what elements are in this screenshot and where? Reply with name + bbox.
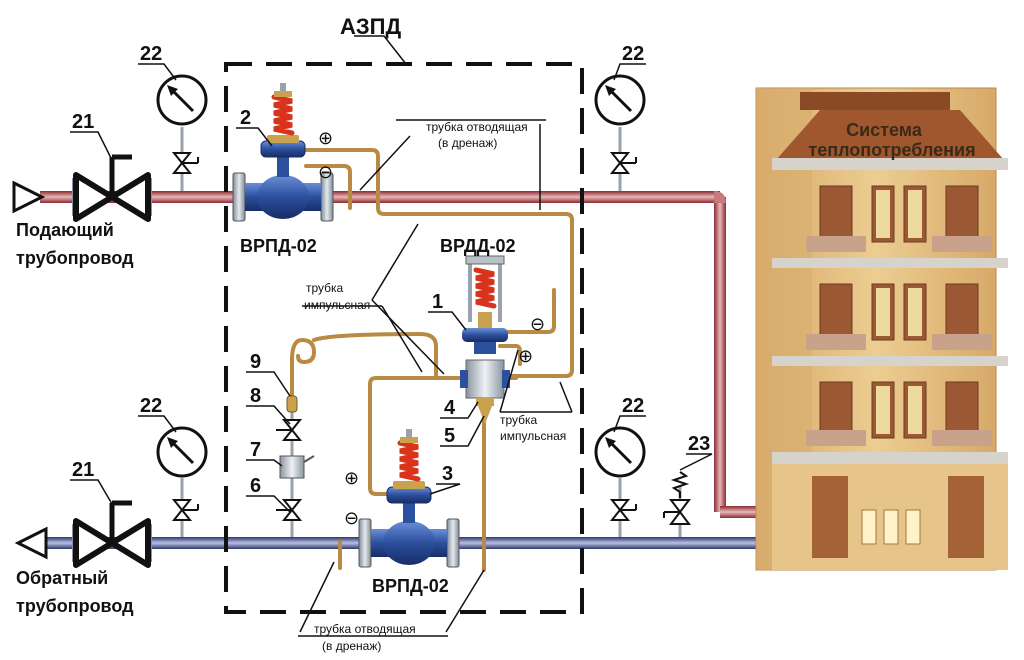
number-22-b: 22: [622, 43, 644, 65]
number-23: 23: [688, 433, 710, 455]
building: [755, 87, 1008, 571]
supply-riser: [714, 197, 726, 512]
plus-sign: ⊕: [518, 346, 533, 367]
gate-valve-icon: [76, 157, 148, 219]
number-5: 5: [444, 425, 455, 447]
number-21-top: 21: [72, 111, 94, 133]
valve-label-top: ВРПД-02: [240, 236, 317, 256]
number-1: 1: [432, 291, 443, 313]
valve-label-bottom: ВРПД-02: [372, 576, 449, 596]
drain-top-label-2: (в дренаж): [438, 136, 497, 150]
azpd-frame: [224, 62, 584, 614]
regulator-middle: [460, 255, 510, 424]
impulse-right-label-2: импульсная: [500, 429, 566, 443]
drain-bottom-label-2: (в дренаж): [322, 639, 381, 653]
gate-valve-icon: [76, 503, 148, 565]
flow-arrow-icon: [14, 526, 48, 560]
building-label-line2: теплопотребления: [808, 140, 975, 160]
number-6: 6: [250, 475, 261, 497]
number-22-a: 22: [140, 43, 162, 65]
supply-label-line2: трубопровод: [16, 248, 134, 268]
number-21-bottom: 21: [72, 459, 94, 481]
pressure-gauge-icon: [594, 74, 646, 126]
azpd-title: АЗПД: [340, 14, 401, 39]
plus-sign: ⊕: [318, 128, 333, 149]
safety-valve-icon: [663, 471, 691, 537]
number-22-c: 22: [140, 395, 162, 417]
minus-sign: ⊖: [530, 314, 545, 335]
pressure-gauge-icon: [156, 426, 208, 478]
minus-sign: ⊖: [318, 162, 333, 183]
flow-arrow-icon: [12, 180, 46, 214]
pressure-gauge-icon: [594, 426, 646, 478]
gauge-return-left: [156, 426, 208, 537]
leader-lines: [70, 35, 713, 637]
impulse-left-label-1: трубка: [306, 281, 344, 295]
pressure-gauge-icon: [156, 74, 208, 126]
gauge-return-right: [594, 426, 646, 537]
impulse-fittings: [276, 395, 315, 537]
drain-top-label-1: трубка отводящая: [426, 120, 528, 134]
supply-label-line1: Подающий: [16, 220, 114, 240]
number-8: 8: [250, 385, 261, 407]
plus-sign: ⊕: [344, 468, 359, 489]
number-22-d: 22: [622, 395, 644, 417]
number-2: 2: [240, 107, 251, 129]
return-label-line1: Обратный: [16, 568, 108, 588]
impulse-left-label-2: импульсная: [304, 298, 370, 312]
return-label-line2: трубопровод: [16, 596, 134, 616]
impulse-right-label-1: трубка: [500, 413, 538, 427]
gauge-supply-right: [594, 74, 646, 191]
building-label-line1: Система: [846, 120, 923, 140]
regulator-bottom: [359, 429, 459, 567]
minus-sign: ⊖: [344, 508, 359, 529]
gauge-supply-left: [156, 74, 208, 191]
valve-label-middle: ВРДД-02: [440, 236, 516, 256]
number-3: 3: [442, 463, 453, 485]
number-7: 7: [250, 439, 261, 461]
number-4: 4: [444, 397, 456, 419]
drain-bottom-label-1: трубка отводящая: [314, 622, 416, 636]
number-9: 9: [250, 351, 261, 373]
